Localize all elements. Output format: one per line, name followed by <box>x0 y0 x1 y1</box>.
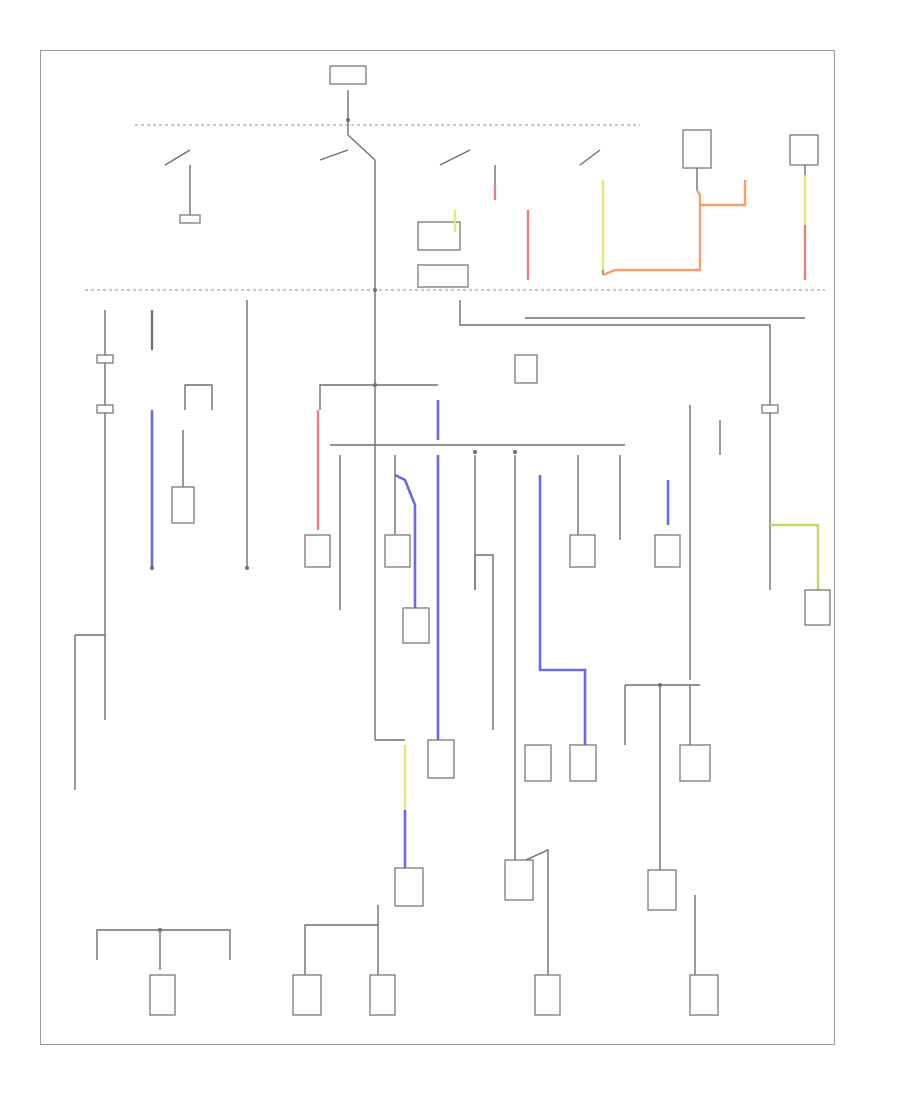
right-feed-line <box>459 300 771 430</box>
center-switch <box>417 149 496 288</box>
center-split-line <box>319 384 438 410</box>
blue-wire-a <box>394 473 417 610</box>
fuse-group-3 <box>171 300 248 568</box>
yellow-green-wire <box>770 523 820 590</box>
blue-wire-c <box>538 475 587 745</box>
component-boxes <box>149 354 831 1016</box>
ignition-switch <box>319 65 376 290</box>
relay-block-top-right <box>579 129 819 275</box>
left-fuse-column <box>74 310 114 790</box>
right-fuse-column <box>689 404 779 680</box>
left-switch <box>164 149 201 224</box>
diagram-frame <box>40 50 835 1045</box>
bottom-bus-left <box>96 929 231 960</box>
distribution-drops <box>394 455 621 880</box>
splice-markers <box>150 288 662 932</box>
orange-wire <box>602 189 702 277</box>
orange-wire-branch <box>700 180 747 207</box>
lower-drops <box>624 685 696 975</box>
bottom-bus-right <box>304 924 379 975</box>
